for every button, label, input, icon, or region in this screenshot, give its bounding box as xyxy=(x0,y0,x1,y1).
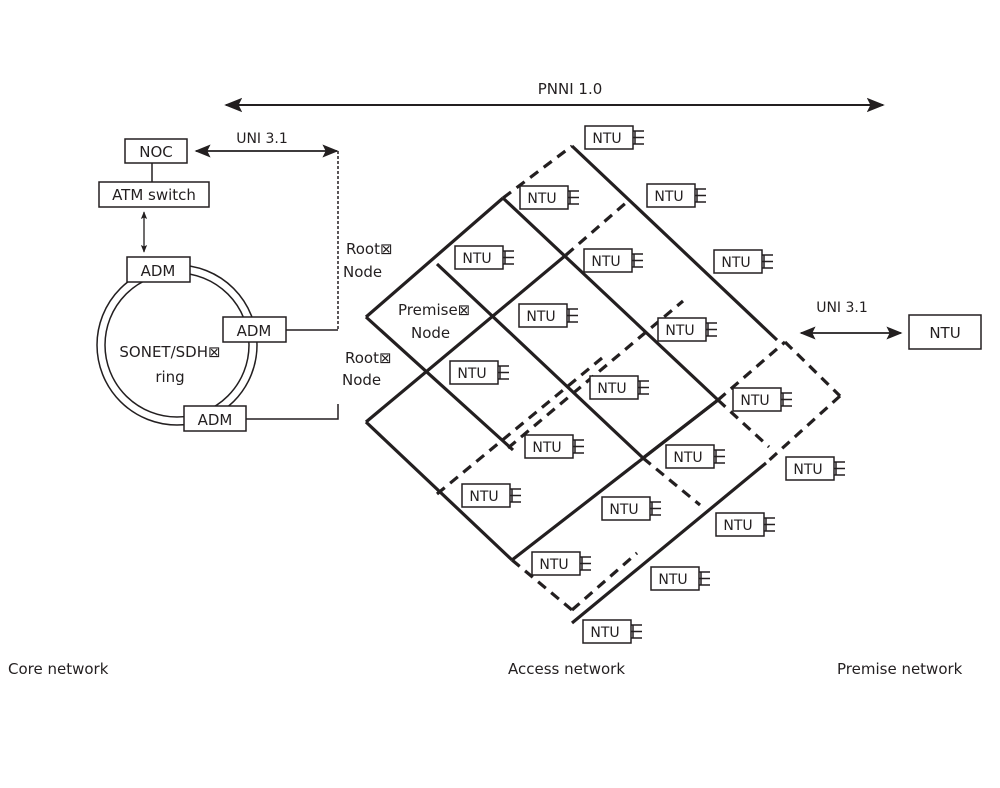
premise-node: Premise⊠ Node xyxy=(398,301,470,342)
connector-icon xyxy=(834,461,845,476)
ntu-label: NTU xyxy=(532,440,561,456)
ntu-device: NTU xyxy=(449,360,509,385)
ntu-device: NTU xyxy=(461,483,521,508)
ntu-device: NTU xyxy=(665,444,725,469)
connector-icon xyxy=(510,488,521,503)
ntu-label: NTU xyxy=(591,254,620,270)
ntu-label: NTU xyxy=(592,131,621,147)
noc-label: NOC xyxy=(139,143,173,161)
adm-right: ADM xyxy=(222,316,287,343)
ntu-device: NTU xyxy=(785,456,845,481)
ntu-device: NTU xyxy=(531,551,591,576)
adm-top: ADM xyxy=(126,256,191,283)
uni-label-premise: UNI 3.1 xyxy=(816,300,868,316)
adm-right-label: ADM xyxy=(237,322,272,340)
ntu-label: NTU xyxy=(590,625,619,641)
access-grid xyxy=(364,144,842,625)
ntu-device: NTU xyxy=(589,375,649,400)
premise-network: UNI 3.1 NTU xyxy=(799,300,982,350)
region-core: Core network xyxy=(8,660,109,678)
ntu-device: NTU xyxy=(646,183,706,208)
pnni-label: PNNI 1.0 xyxy=(538,80,603,98)
ntu-group: NTU NTU NTU NTU NTU NTU NTU NTU NTU NTU NTU NTU NTU N… xyxy=(449,125,845,644)
connector-icon xyxy=(695,188,706,203)
ntu-device: NTU xyxy=(601,496,661,521)
ntu-device: NTU xyxy=(518,303,578,328)
connector-icon xyxy=(631,624,642,639)
adm-bottom: ADM xyxy=(183,405,247,432)
ntu-label: NTU xyxy=(654,189,683,205)
adm-bottom-label: ADM xyxy=(198,411,233,429)
svg-text:Root⊠: Root⊠ xyxy=(345,349,392,367)
premise-ntu: NTU xyxy=(908,314,982,350)
ntu-label: NTU xyxy=(457,366,486,382)
ntu-label: NTU xyxy=(462,251,491,267)
connector-icon xyxy=(762,254,773,269)
ntu-label: NTU xyxy=(609,502,638,518)
ntu-label: NTU xyxy=(673,450,702,466)
connector-icon xyxy=(764,517,775,532)
ntu-device: NTU xyxy=(715,512,775,537)
connector-icon xyxy=(638,380,649,395)
solid-links xyxy=(364,144,779,625)
ntu-device: NTU xyxy=(519,185,579,210)
ntu-device: NTU xyxy=(732,387,792,412)
connector-icon xyxy=(498,365,509,380)
ntu-label: NTU xyxy=(793,462,822,478)
core-network: NOC ATM switch UNI 3.1 SONET/SDH⊠ ring A… xyxy=(96,131,339,432)
connector-icon xyxy=(650,501,661,516)
ntu-label: NTU xyxy=(469,489,498,505)
ntu-label: NTU xyxy=(658,572,687,588)
connector-icon xyxy=(568,190,579,205)
ntu-label: NTU xyxy=(740,393,769,409)
ring-label-line2: ring xyxy=(155,368,184,386)
dashed-links xyxy=(435,144,842,612)
connector-icon xyxy=(580,556,591,571)
connector-icon xyxy=(699,571,710,586)
connector-icon xyxy=(632,253,643,268)
svg-text:Node: Node xyxy=(342,371,381,389)
ntu-label: NTU xyxy=(665,323,694,339)
ntu-device: NTU xyxy=(524,434,584,459)
adm-top-label: ADM xyxy=(141,262,176,280)
ntu-label: NTU xyxy=(723,518,752,534)
root-node-1: Root⊠ Node xyxy=(343,240,393,281)
pnni-span: PNNI 1.0 xyxy=(224,80,885,113)
adm-bottom-link xyxy=(246,404,339,420)
ntu-label: NTU xyxy=(526,309,555,325)
svg-text:Root⊠: Root⊠ xyxy=(346,240,393,258)
ntu-device: NTU xyxy=(657,317,717,342)
connector-icon xyxy=(714,449,725,464)
ntu-label: NTU xyxy=(527,191,556,207)
ntu-device: NTU xyxy=(713,249,773,274)
connector-icon xyxy=(573,439,584,454)
ntu-device: NTU xyxy=(584,125,644,150)
ntu-label: NTU xyxy=(539,557,568,573)
ntu-label: NTU xyxy=(721,255,750,271)
connector-icon xyxy=(781,392,792,407)
premise-ntu-label: NTU xyxy=(929,324,960,342)
svg-text:Node: Node xyxy=(411,324,450,342)
noc-box: NOC xyxy=(124,138,188,164)
atm-switch-box: ATM switch xyxy=(98,181,210,208)
ntu-device: NTU xyxy=(582,619,642,644)
svg-text:Node: Node xyxy=(343,263,382,281)
ntu-device: NTU xyxy=(454,245,514,270)
region-premise: Premise network xyxy=(837,660,963,678)
sonet-ring: SONET/SDH⊠ ring xyxy=(96,264,258,426)
connector-icon xyxy=(503,250,514,265)
connector-icon xyxy=(706,322,717,337)
ring-label-line1: SONET/SDH⊠ xyxy=(119,343,220,361)
uni-label-core: UNI 3.1 xyxy=(236,131,288,147)
ntu-device: NTU xyxy=(583,248,643,273)
region-access: Access network xyxy=(508,660,625,678)
ntu-device: NTU xyxy=(650,566,710,591)
root-node-2: Root⊠ Node xyxy=(342,349,392,389)
svg-text:Premise⊠: Premise⊠ xyxy=(398,301,470,319)
atm-switch-label: ATM switch xyxy=(112,186,196,204)
connector-icon xyxy=(567,308,578,323)
ntu-label: NTU xyxy=(597,381,626,397)
connector-icon xyxy=(633,130,644,145)
